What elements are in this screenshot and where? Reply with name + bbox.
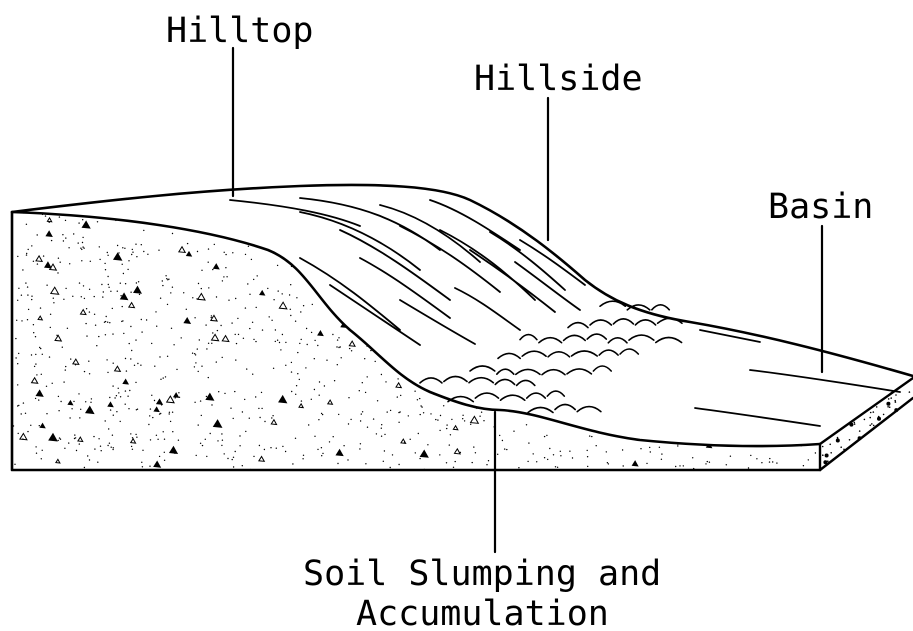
slumping-label-line2: Accumulation xyxy=(356,594,609,631)
hummock-arc xyxy=(495,379,514,384)
hummock-arc xyxy=(501,395,525,400)
hummock-arc xyxy=(528,408,553,413)
hummock-arc xyxy=(542,370,565,375)
hummock-arc xyxy=(593,366,611,371)
hummock-arc xyxy=(608,338,627,343)
land-surface-front-edge xyxy=(12,212,820,446)
hummock-arc xyxy=(517,380,535,385)
hummock-arc xyxy=(577,407,601,412)
hummock-arc xyxy=(420,378,442,383)
hummock-arc xyxy=(568,323,588,328)
hummock-arc xyxy=(564,335,586,340)
hummock-arc xyxy=(539,338,562,343)
hilltop-label: Hilltop xyxy=(166,11,314,51)
hummock-arc xyxy=(527,393,546,398)
hillside-flow-lines xyxy=(230,198,585,345)
hummock-arc xyxy=(444,377,467,382)
hummock-arc xyxy=(620,349,638,354)
hummock-arc xyxy=(469,378,493,383)
hummock-arc xyxy=(590,320,611,325)
hummock-arc xyxy=(635,320,655,325)
hummock-arc xyxy=(547,391,564,396)
hummock-arc xyxy=(656,338,682,343)
basin-label: Basin xyxy=(768,187,873,227)
hillside-label: Hillside xyxy=(474,59,643,99)
slumping-label-line1: Soil Slumping and xyxy=(303,554,661,594)
hummock-arc xyxy=(520,335,537,340)
soil-texture xyxy=(11,204,821,470)
hummock-arc xyxy=(470,366,495,371)
hummock-arc xyxy=(567,369,591,374)
hummock-arc xyxy=(587,334,606,339)
hummock-arc xyxy=(475,393,498,398)
hummock-arc xyxy=(498,353,520,358)
hummock-arc xyxy=(548,352,569,357)
hummock-arc xyxy=(555,405,575,410)
hummock-arc xyxy=(629,335,654,340)
slumped-soil-hummocks xyxy=(420,301,682,412)
hummock-arc xyxy=(516,369,540,374)
hummock-arc xyxy=(522,351,546,356)
soil-cross-section xyxy=(11,204,821,470)
hummock-arc xyxy=(652,305,670,310)
hummock-arc xyxy=(599,350,618,355)
hummock-arc xyxy=(613,319,633,324)
section-outline xyxy=(12,212,820,470)
hummock-arc xyxy=(572,351,598,356)
slab-texture xyxy=(822,391,910,464)
hummock-arc xyxy=(497,369,514,374)
